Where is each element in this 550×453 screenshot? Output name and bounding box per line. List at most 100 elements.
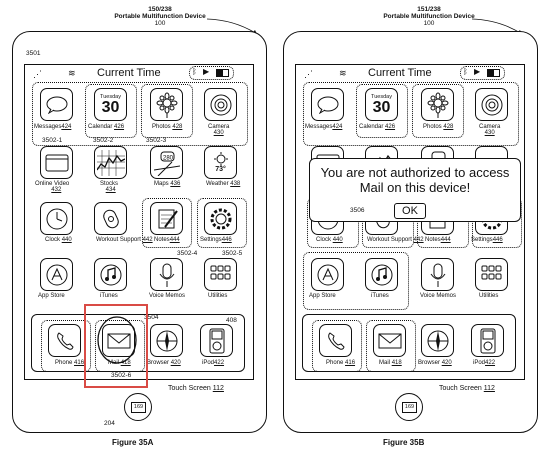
device-number: 100 [154, 20, 166, 27]
stocks-text: Stocks [100, 181, 119, 187]
workout-ref: 442 [142, 237, 153, 243]
photos-text: Photos [152, 124, 171, 130]
photos-icon[interactable] [421, 88, 454, 121]
calendar-day: Tuesday [100, 93, 121, 100]
photos-ref: 428 [172, 124, 183, 130]
browser-label: Browser 420 [147, 360, 181, 366]
ref-3502-4: 3502-4 [177, 250, 198, 257]
app-store-icon[interactable] [40, 258, 73, 291]
ipod-text: iPod [473, 360, 486, 366]
itunes-icon[interactable] [94, 258, 127, 291]
phone-icon[interactable] [319, 324, 352, 357]
highlight-box [84, 304, 148, 388]
ipod-label: iPod422 [202, 360, 224, 366]
touch-screen-text: Touch Screen [439, 385, 482, 392]
notes-text: Notes [425, 237, 441, 243]
home-button[interactable]: 169 [124, 393, 152, 421]
camera-icon[interactable] [204, 88, 237, 121]
status-time: Current Time [97, 67, 161, 79]
online-video-text: Online Video [35, 181, 70, 187]
touch-screen-label: Touch Screen 112 [168, 385, 224, 392]
mail-selection-ellipse [97, 316, 137, 364]
phone-label: Phone 416 [55, 360, 84, 366]
app-store-label: App Store [38, 293, 65, 299]
browser-ref: 420 [170, 360, 181, 366]
stocks-icon[interactable] [94, 146, 127, 179]
mail-icon[interactable] [373, 324, 406, 357]
group-phone [312, 320, 362, 372]
photos-label: Photos 428 [152, 124, 182, 130]
messages-icon[interactable] [311, 88, 344, 121]
voice-memos-icon[interactable] [421, 258, 454, 291]
ok-button[interactable]: OK [394, 203, 426, 219]
maps-sign-text: 280 [163, 155, 174, 161]
ref-3502-5: 3502-5 [222, 250, 243, 257]
calendar-date: 30 [101, 98, 120, 116]
settings-text: Settings [200, 237, 222, 243]
notes-icon[interactable] [150, 202, 183, 235]
mail-icon[interactable] [102, 324, 135, 357]
mail-label: Mail 418 [108, 360, 131, 366]
alert-message: You are not authorized to access Mail on… [320, 165, 510, 195]
home-ref: 169 [402, 402, 417, 413]
voice-memos-label: Voice Memos [149, 293, 186, 299]
notes-text: Notes [154, 237, 170, 243]
home-ref: 169 [131, 402, 146, 413]
calendar-icon[interactable]: Tuesday 30 [94, 88, 127, 121]
notes-ref: 444 [440, 237, 451, 243]
touch-screen-text: Touch Screen [168, 385, 211, 392]
group-row4 [303, 252, 409, 310]
clock-text: Clock [45, 237, 61, 243]
messages-label: Messages424 [34, 124, 71, 130]
bluetooth-icon: ᛒ [192, 67, 197, 76]
utilities-icon[interactable] [204, 258, 237, 291]
touch-screen-ref: 112 [212, 385, 224, 392]
ipod-icon[interactable] [471, 324, 504, 357]
clock-text: Clock [316, 237, 332, 243]
signal-icon: ⋰ [33, 69, 42, 79]
calendar-label: Calendar 426 [88, 124, 124, 130]
camera-text: Camera [479, 124, 501, 130]
calendar-ref: 426 [114, 124, 125, 130]
utilities-icon[interactable] [475, 258, 508, 291]
figure-label-b: Figure 35B [383, 438, 425, 447]
clock-icon[interactable] [40, 202, 73, 235]
messages-ref: 424 [61, 124, 72, 130]
weather-temp: 73° [215, 166, 226, 173]
maps-icon[interactable]: 280 [150, 146, 183, 179]
maps-ref: 436 [170, 181, 181, 187]
ref-3506: 3506 [350, 207, 365, 214]
workout-icon[interactable] [94, 202, 127, 235]
ipod-icon[interactable] [200, 324, 233, 357]
maps-text: Maps [154, 181, 169, 187]
group-3502-row1 [32, 82, 248, 146]
mail-label: Mail 418 [379, 360, 402, 366]
app-store-icon[interactable] [311, 258, 344, 291]
calendar-icon[interactable]: Tuesday 30 [365, 88, 398, 121]
settings-label: Settings446 [471, 237, 503, 243]
battery-icon [487, 69, 500, 77]
sheet-number: 151/238 [417, 6, 441, 13]
browser-icon[interactable] [421, 324, 454, 357]
online-video-label: Online Video 432 [35, 181, 69, 193]
settings-icon[interactable] [204, 202, 237, 235]
camera-icon[interactable] [475, 88, 508, 121]
status-icons-group [189, 66, 234, 80]
phone-ref: 416 [345, 360, 356, 366]
itunes-icon[interactable] [365, 258, 398, 291]
touch-screen-ref: 112 [483, 385, 495, 392]
weather-label: Weather 438 [206, 181, 240, 187]
wifi-icon: ≋ [68, 68, 76, 78]
online-video-icon[interactable] [40, 146, 73, 179]
mail-text: Mail [379, 360, 391, 366]
browser-icon[interactable] [150, 324, 183, 357]
phone-icon[interactable] [48, 324, 81, 357]
voice-memos-icon[interactable] [150, 258, 183, 291]
photos-icon[interactable] [150, 88, 183, 121]
home-button[interactable]: 169 [395, 393, 423, 421]
messages-icon[interactable] [40, 88, 73, 121]
wifi-icon: ≋ [339, 68, 347, 78]
play-icon: ▶ [474, 67, 481, 76]
stocks-label: Stocks 434 [100, 181, 118, 193]
weather-icon[interactable]: 73° [204, 146, 237, 179]
